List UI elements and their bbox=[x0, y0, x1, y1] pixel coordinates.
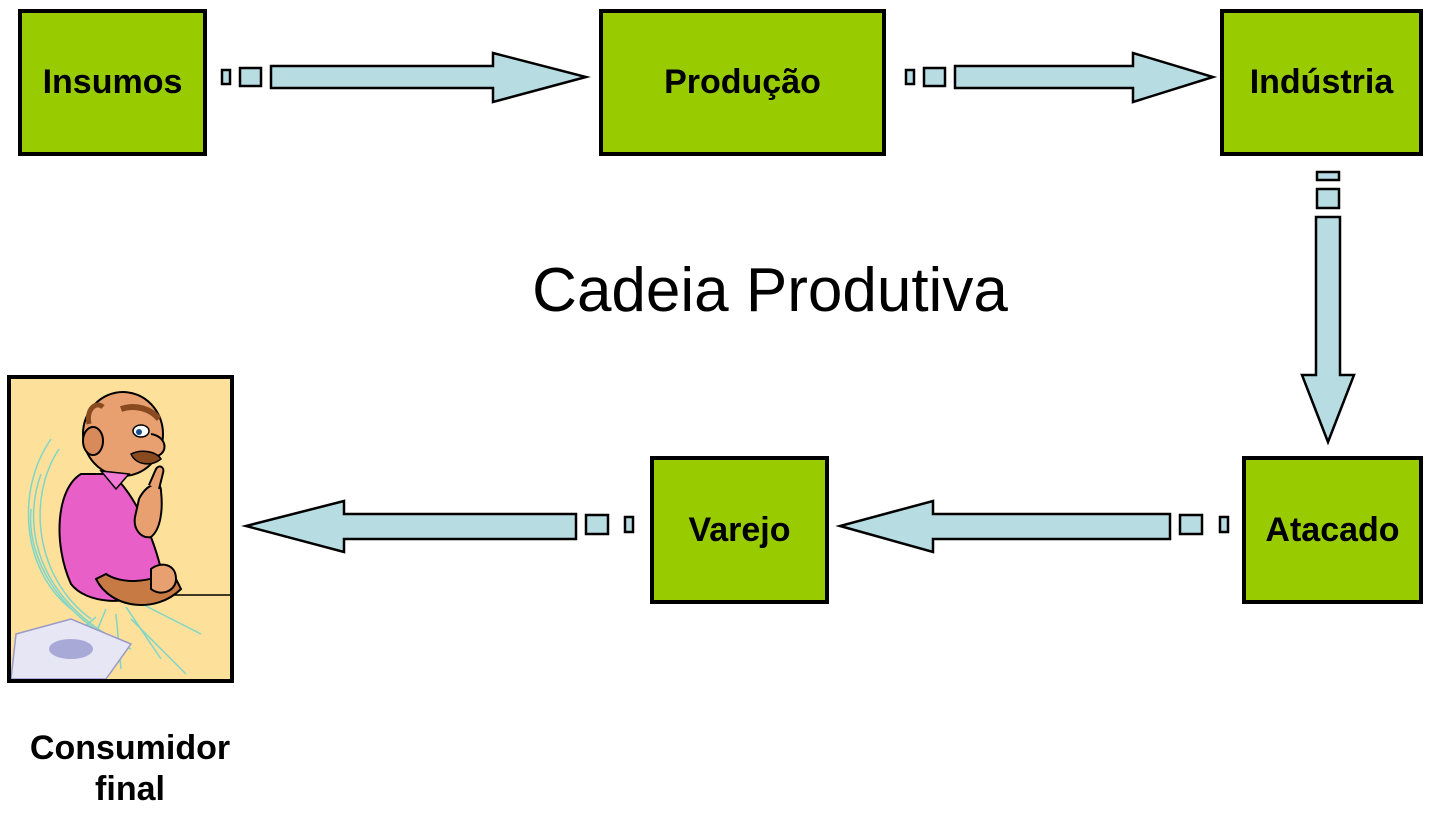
node-atacado-label: Atacado bbox=[1265, 510, 1400, 549]
node-insumos: Insumos bbox=[18, 9, 207, 156]
consumer-label-line2: final bbox=[95, 770, 165, 808]
consumer-label: Consumidor final bbox=[0, 728, 260, 810]
consumer-illustration bbox=[7, 375, 234, 683]
node-varejo: Varejo bbox=[650, 456, 829, 604]
node-producao-label: Produção bbox=[664, 63, 821, 101]
arrow-producao-to-industria bbox=[904, 51, 1218, 104]
node-industria: Indústria bbox=[1220, 9, 1423, 156]
node-varejo-label: Varejo bbox=[688, 510, 791, 549]
arrow-atacado-to-varejo bbox=[835, 499, 1230, 554]
consumer-label-line1: Consumidor bbox=[29, 729, 231, 767]
consumer-clipart-icon bbox=[11, 391, 230, 679]
node-atacado: Atacado bbox=[1242, 456, 1423, 604]
node-industria-label: Indústria bbox=[1249, 63, 1394, 101]
node-producao: Produção bbox=[599, 9, 886, 156]
diagram-title: Cadeia Produtiva bbox=[532, 256, 1008, 325]
arrow-varejo-to-consumidor bbox=[241, 499, 635, 554]
arrow-industria-to-atacado bbox=[1300, 170, 1356, 446]
node-insumos-label: Insumos bbox=[42, 63, 183, 101]
arrow-insumos-to-producao bbox=[220, 51, 591, 104]
